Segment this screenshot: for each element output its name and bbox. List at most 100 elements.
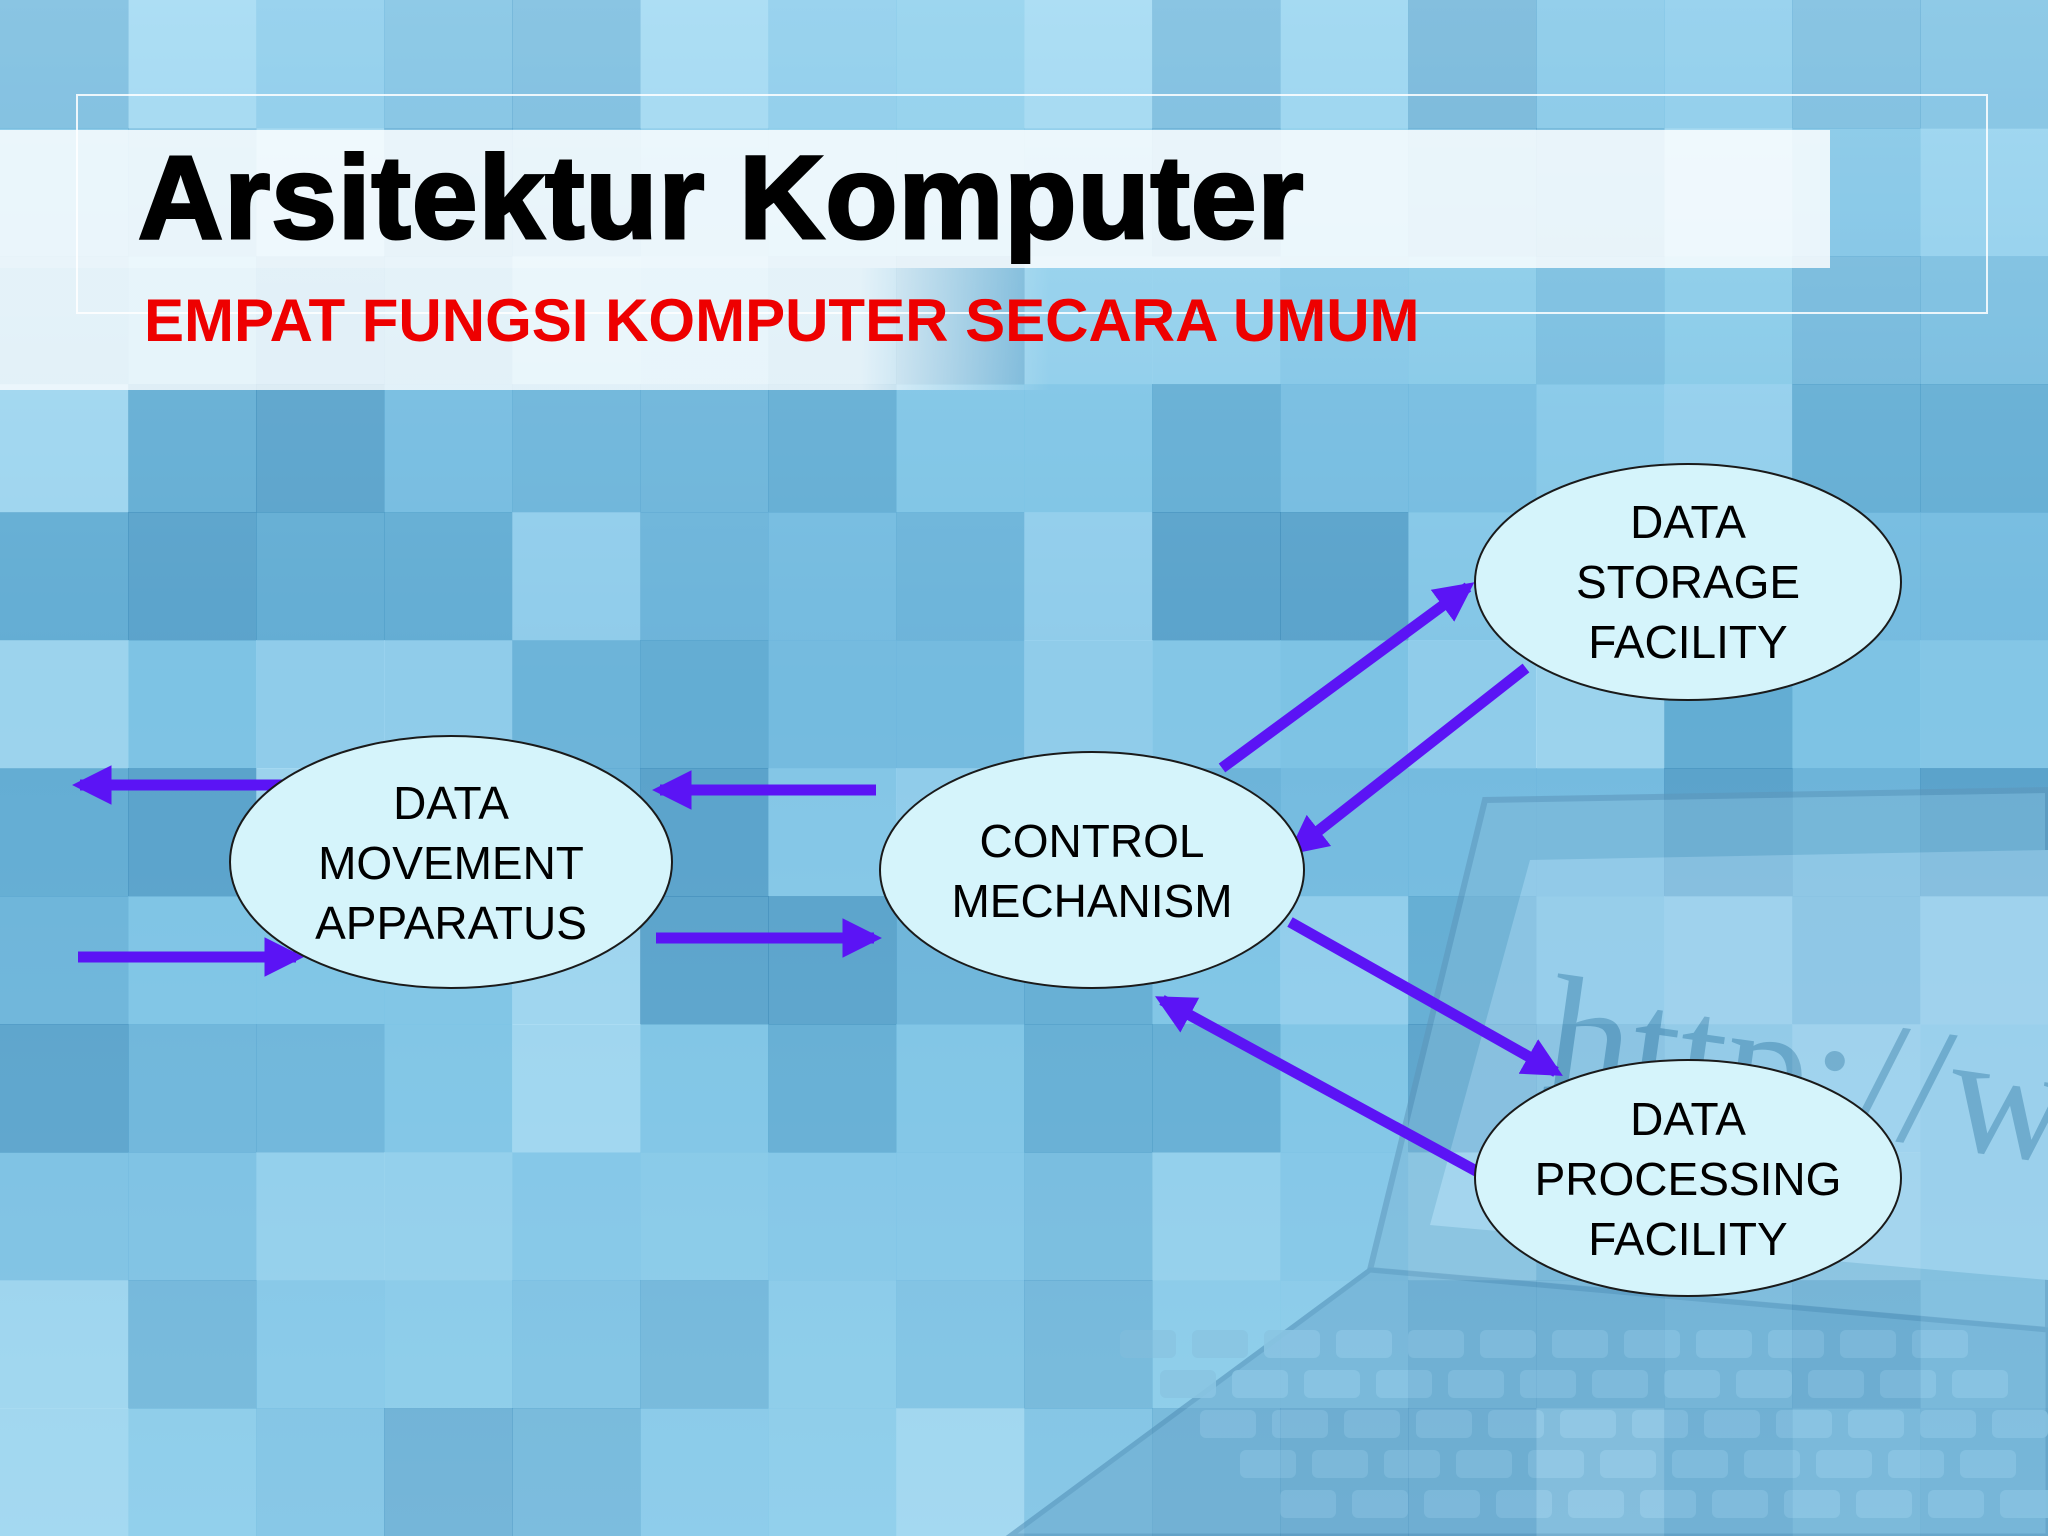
background-tile xyxy=(896,0,1025,129)
keyboard-key xyxy=(1528,1450,1584,1478)
background-tile xyxy=(896,1408,1025,1536)
node-label-line: APPARATUS xyxy=(315,897,587,949)
background-tile xyxy=(1920,0,2048,129)
background-tile xyxy=(128,1408,257,1536)
node-label-line: FACILITY xyxy=(1588,616,1787,668)
background-tile xyxy=(512,0,641,129)
background-tile xyxy=(640,1152,769,1281)
background-tile xyxy=(384,1152,513,1281)
keyboard-key xyxy=(1632,1410,1688,1438)
background-tile xyxy=(640,896,769,1025)
keyboard-key xyxy=(1232,1370,1288,1398)
slide-title: Arsitektur Komputer xyxy=(136,131,1305,266)
background-tile xyxy=(1408,256,1537,385)
keyboard-key xyxy=(1768,1330,1824,1358)
background-tile xyxy=(1280,384,1409,513)
node-label-line: PROCESSING xyxy=(1535,1153,1842,1205)
keyboard-key xyxy=(1704,1410,1760,1438)
background-tile xyxy=(512,1152,641,1281)
background-tile xyxy=(1792,256,1921,385)
background-tile xyxy=(1024,640,1153,769)
background-tile xyxy=(1152,1024,1281,1153)
keyboard-key xyxy=(1560,1410,1616,1438)
node-data-processing-facility: DATA PROCESSING FACILITY xyxy=(1474,1059,1902,1297)
title-band xyxy=(0,130,1830,268)
background-tile xyxy=(0,1024,129,1153)
keyboard-key xyxy=(1736,1370,1792,1398)
background-tile xyxy=(640,1024,769,1153)
keyboard-key xyxy=(1920,1410,1976,1438)
keyboard-key xyxy=(1352,1490,1408,1518)
keyboard-key xyxy=(1816,1450,1872,1478)
background-tile xyxy=(1920,256,2048,385)
keyboard-key xyxy=(1776,1410,1832,1438)
keyboard-key xyxy=(1744,1450,1800,1478)
node-label-line: MECHANISM xyxy=(951,875,1232,927)
background-tile xyxy=(640,1280,769,1409)
background-tile xyxy=(1664,0,1793,129)
background-tile xyxy=(896,640,1025,769)
keyboard-key xyxy=(1568,1490,1624,1518)
keyboard-key xyxy=(1848,1410,1904,1438)
background-tile xyxy=(768,512,897,641)
background-tile xyxy=(640,512,769,641)
background-tile xyxy=(896,512,1025,641)
background-tile xyxy=(768,1152,897,1281)
background-tile xyxy=(256,1024,385,1153)
background-tile xyxy=(768,384,897,513)
keyboard-key xyxy=(1480,1330,1536,1358)
background-tile xyxy=(512,1408,641,1536)
background-tile xyxy=(0,384,129,513)
keyboard-key xyxy=(1552,1330,1608,1358)
background-tile xyxy=(640,384,769,513)
background-tile xyxy=(1152,384,1281,513)
node-label-line: DATA xyxy=(1630,496,1746,548)
keyboard-key xyxy=(1272,1410,1328,1438)
keyboard-key xyxy=(1712,1490,1768,1518)
keyboard-key xyxy=(1928,1490,1984,1518)
keyboard-key xyxy=(1624,1330,1680,1358)
background-tile xyxy=(384,1408,513,1536)
keyboard-key xyxy=(1600,1450,1656,1478)
keyboard-key xyxy=(1672,1450,1728,1478)
background-tile xyxy=(0,1408,129,1536)
background-tile xyxy=(1152,0,1281,129)
background-tile xyxy=(0,1152,129,1281)
background-tile xyxy=(128,640,257,769)
background-tile xyxy=(128,384,257,513)
keyboard-key xyxy=(1640,1490,1696,1518)
keyboard-key xyxy=(1784,1490,1840,1518)
background-tile xyxy=(1920,512,2048,641)
keyboard-key xyxy=(1960,1450,2016,1478)
background-tile xyxy=(1792,0,1921,129)
background-tile xyxy=(0,1280,129,1409)
node-control-mechanism: CONTROL MECHANISM xyxy=(879,751,1305,989)
keyboard-key xyxy=(1120,1330,1176,1358)
keyboard-key xyxy=(1160,1370,1216,1398)
keyboard-key xyxy=(1456,1450,1512,1478)
background-tile xyxy=(768,896,897,1025)
background-tile xyxy=(1920,384,2048,513)
keyboard-key xyxy=(1344,1410,1400,1438)
arrow-control-to-processing xyxy=(1287,917,1563,1077)
background-tile xyxy=(128,1152,257,1281)
keyboard-key xyxy=(1264,1330,1320,1358)
keyboard-key xyxy=(1424,1490,1480,1518)
background-tile xyxy=(896,1024,1025,1153)
background-tile xyxy=(256,384,385,513)
background-tile xyxy=(1024,1280,1153,1409)
keyboard-key xyxy=(1888,1450,1944,1478)
background-tile xyxy=(512,384,641,513)
keyboard-key xyxy=(1336,1330,1392,1358)
background-tile xyxy=(0,640,129,769)
keyboard-key xyxy=(1952,1370,2008,1398)
background-tile xyxy=(1152,640,1281,769)
background-tile xyxy=(256,1152,385,1281)
background-tile xyxy=(768,1024,897,1153)
keyboard-key xyxy=(1856,1490,1912,1518)
background-tile xyxy=(512,512,641,641)
background-tile xyxy=(1536,256,1665,385)
keyboard-key xyxy=(1312,1450,1368,1478)
keyboard-key xyxy=(1240,1450,1296,1478)
